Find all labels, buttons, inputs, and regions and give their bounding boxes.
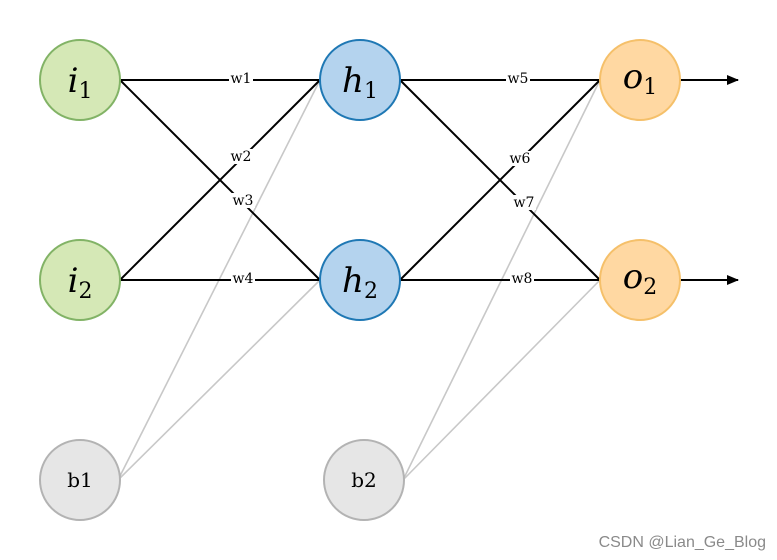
node-b1: b1	[39, 439, 121, 521]
node-i2-label: i2	[68, 261, 93, 304]
output-arrows	[680, 75, 739, 285]
node-b1-label: b1	[67, 468, 93, 492]
weight-label-w1: w1	[231, 71, 252, 87]
weight-label-w7: w7	[514, 195, 535, 211]
node-i2: i2	[39, 239, 121, 321]
node-h1: h1	[319, 39, 401, 121]
node-b2-label: b2	[351, 468, 377, 492]
node-b2-circle	[323, 439, 405, 521]
node-i1-label: i1	[68, 61, 93, 104]
weight-label-w4: w4	[233, 271, 254, 287]
node-o1: o1	[599, 39, 681, 121]
node-i1-circle	[39, 39, 121, 121]
weight-labels: w1 w2 w3 w4 w5 w6 w7 w8	[229, 71, 536, 287]
watermark-text: CSDN @Lian_Ge_Blog	[599, 534, 766, 551]
node-o2-circle	[599, 239, 681, 321]
edge-h2-o1	[399, 79, 601, 281]
node-h1-label: h1	[342, 61, 378, 104]
edge-i2-h1	[119, 79, 321, 281]
node-o2-label: o2	[623, 257, 657, 300]
weight-label-w8: w8	[512, 271, 533, 287]
node-h1-circle	[319, 39, 401, 121]
node-o1-circle	[599, 39, 681, 121]
weight-label-w6: w6	[510, 151, 531, 167]
node-h2: h2	[319, 239, 401, 321]
edge-b2-o2	[402, 279, 601, 481]
node-o2: o2	[599, 239, 681, 321]
node-h2-label: h2	[342, 261, 378, 304]
node-i1: i1	[39, 39, 121, 121]
weight-edges	[119, 79, 601, 281]
weight-label-w5: w5	[508, 71, 529, 87]
node-h2-circle	[319, 239, 401, 321]
node-b1-circle	[39, 439, 121, 521]
node-i2-circle	[39, 239, 121, 321]
node-b2: b2	[323, 439, 405, 521]
edge-b1-h2	[117, 279, 321, 481]
node-o1-label: o1	[623, 57, 657, 100]
weight-label-w2: w2	[231, 149, 252, 165]
weight-label-w3: w3	[233, 193, 254, 209]
